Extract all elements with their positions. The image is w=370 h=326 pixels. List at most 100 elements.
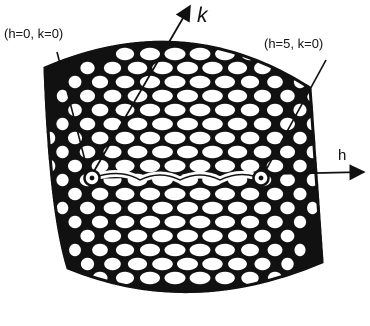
lattice-hole [69,216,82,228]
lattice-hole [241,244,259,256]
lattice-hole [104,62,121,74]
lattice-hole [80,90,95,102]
lattice-hole [190,188,211,200]
lattice-hole [140,104,160,116]
lattice-hole [104,202,122,214]
lattice-hole [128,62,147,74]
lattice-hole [140,244,160,256]
lattice-hole [294,188,307,200]
lattice-hole [215,132,235,144]
lattice-hole [177,202,198,214]
lattice-hole [165,216,186,228]
lattice-hole [165,160,186,172]
lattice-hole [202,202,223,214]
lattice-hole [177,146,198,158]
lattice-hole [68,160,82,172]
lattice-hole [293,132,306,144]
lattice-hole [190,244,211,256]
lattice-hole [228,258,247,270]
target-point-marker [254,171,269,186]
lattice-hole [190,48,211,60]
lattice-hole [152,258,173,270]
lattice-hole [228,90,247,102]
lattice-hole [116,272,134,284]
lattice-hole [280,202,294,214]
lattice-hole [128,202,148,214]
lattice-hole [177,118,198,130]
lattice-hole [80,62,94,74]
lattice-hole [165,244,186,256]
lattice-hole [140,216,160,228]
origin-point-marker [85,171,100,186]
lattice-hole [140,188,160,200]
lattice-hole [165,272,186,284]
lattice-hole [228,62,247,74]
lattice-hole [128,118,148,130]
lattice-hole [69,244,81,256]
lattice-hole [241,188,259,200]
lattice-hole [56,174,68,186]
lattice-hole [56,118,68,130]
lattice-hole [116,76,135,88]
lattice-hole [69,76,82,88]
lattice-hole [281,258,293,270]
lattice-hole [56,146,68,158]
lattice-hole [177,90,198,102]
lattice-hole [92,216,108,228]
lattice-hole [307,202,318,214]
lattice-hole [268,244,283,256]
lattice-hole [165,76,186,88]
lattice-hole [241,104,259,116]
lattice-hole [202,230,222,242]
lattice-hole [104,258,121,270]
lattice-hole [92,132,109,144]
k-axis-label: k [197,4,209,27]
lattice-hole [202,90,223,102]
lattice-hole [80,118,95,130]
lattice-hole [267,104,283,116]
lattice-hole [254,230,271,242]
lattice-hole [128,258,147,270]
lattice-hole [92,76,108,88]
lattice-hole [177,62,198,74]
lattice-hole [241,76,259,88]
lattice-hole [202,258,222,270]
lattice-hole [254,202,271,214]
lattice-hole [165,104,186,116]
origin-label: (h=0, k=0) [4,26,63,41]
lattice-hole [165,188,186,200]
lattice-hole [281,230,295,242]
lattice-hole [228,202,247,214]
lattice-hole [190,132,211,144]
target-label: (h=5, k=0) [264,36,323,51]
lattice-hole [116,132,135,144]
lattice-hole [128,230,147,242]
lattice-hole [241,132,260,144]
lattice-hole [165,132,186,144]
lattice-hole [165,48,186,60]
lattice-hole [280,174,295,186]
lattice-hole [80,202,95,214]
lattice-hole [152,90,173,102]
lattice-hole [152,146,173,158]
lattice-hole [254,146,272,158]
lattice-hole [116,216,135,228]
lattice-hole [104,230,121,242]
lattice-hole [177,230,198,242]
lattice-hole [116,244,134,256]
lattice-hole [116,48,134,60]
lattice-hole [190,272,211,284]
lattice-hole [254,118,271,130]
lattice-hole [241,216,259,228]
lattice-hole [267,216,283,228]
lattice-hole [215,76,235,88]
lattice-hole [92,188,109,200]
lattice-hole [190,76,211,88]
lattice-hole [104,146,122,158]
lattice-hole [57,202,69,214]
lattice-hole [202,62,222,74]
lattice-hole [152,62,173,74]
lattice-hole [80,230,94,242]
lattice-hole [140,272,160,284]
